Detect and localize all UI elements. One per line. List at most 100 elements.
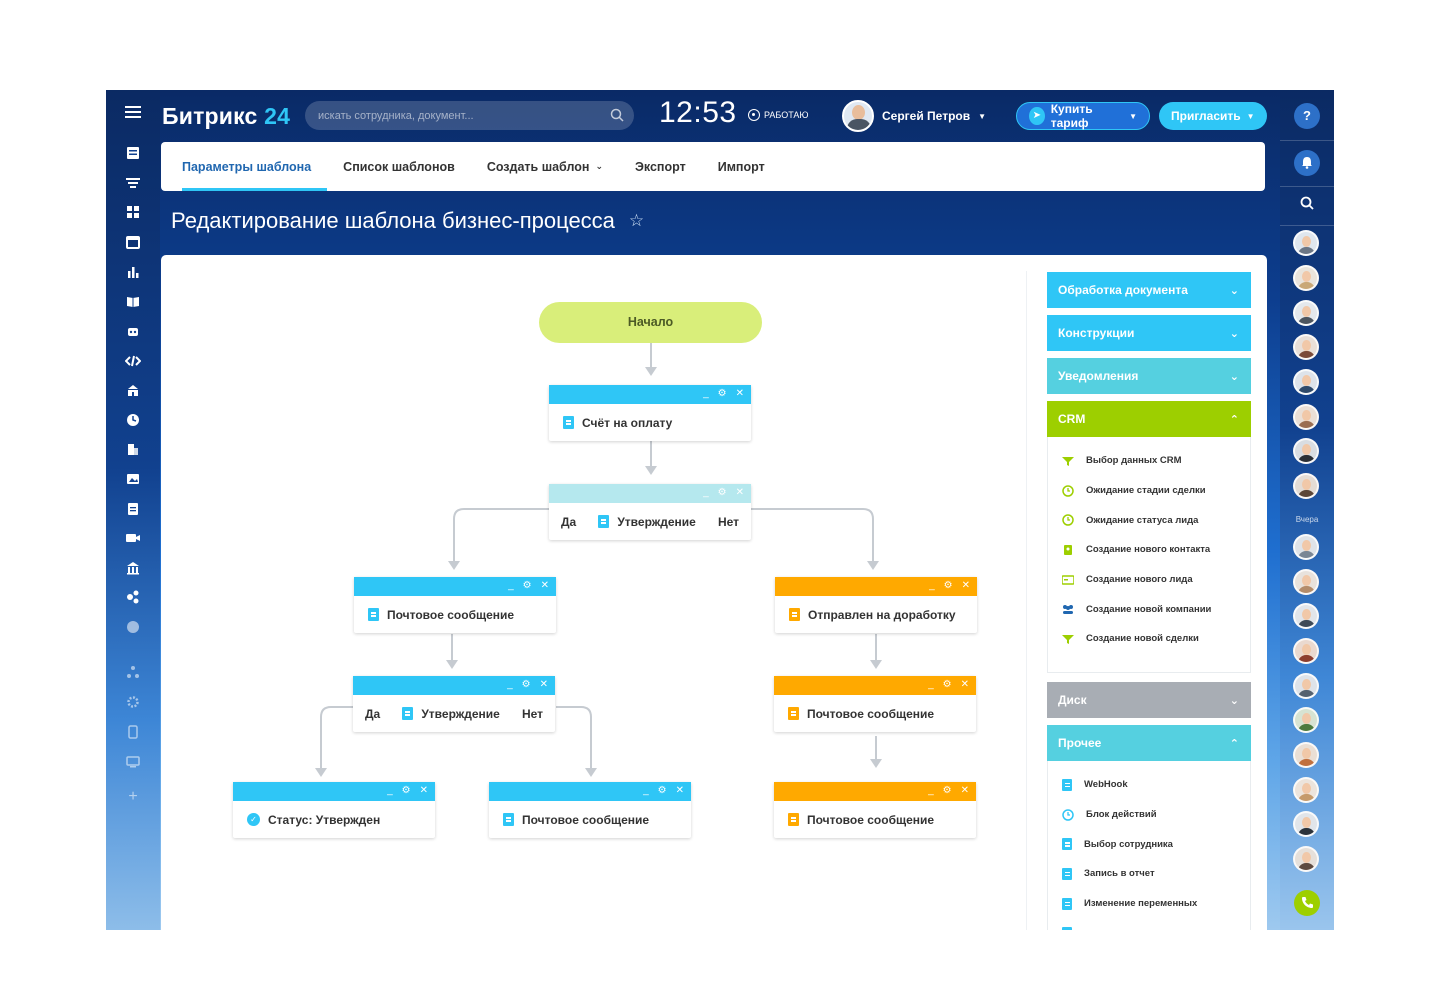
tab-template-list[interactable]: Список шаблонов [327,142,471,191]
share-icon[interactable] [123,590,143,610]
avatar[interactable] [1293,300,1319,326]
settings-icon[interactable] [123,695,143,715]
video-icon[interactable] [123,531,143,551]
close-icon[interactable]: ✕ [675,785,684,796]
close-icon[interactable]: ✕ [735,388,744,399]
list-item[interactable]: Создание нового контакта [1048,535,1250,565]
help-icon[interactable]: ? [1294,103,1320,129]
feed-icon[interactable] [123,146,143,166]
clock-icon[interactable] [123,413,143,433]
tab-template-params[interactable]: Параметры шаблона [182,142,328,191]
add-icon[interactable]: + [128,788,138,805]
gear-icon[interactable]: ⚙ [521,679,531,690]
close-icon[interactable]: ✕ [960,785,969,796]
invoice-block[interactable]: _⚙✕ Счёт на оплату [549,385,751,441]
avatar[interactable] [1293,673,1319,699]
close-icon[interactable]: ✕ [961,580,970,591]
avatar[interactable] [1293,638,1319,664]
avatar[interactable] [1293,569,1319,595]
group-crm[interactable]: CRM⌃ [1047,401,1251,437]
gear-icon[interactable]: ⚙ [401,785,411,796]
knowledge-icon[interactable] [123,294,143,314]
avatar[interactable] [1293,534,1319,560]
monitor-icon[interactable] [123,755,143,775]
mobile-icon[interactable] [123,725,143,745]
gear-icon[interactable]: ⚙ [657,785,667,796]
sync-icon[interactable] [123,620,143,640]
close-icon[interactable]: ✕ [735,487,744,498]
bell-icon[interactable] [1294,150,1320,176]
avatar[interactable] [1293,369,1319,395]
start-node[interactable]: Начало [539,302,762,343]
mail-block[interactable]: _⚙✕ Почтовое сообщение [774,676,976,732]
gear-icon[interactable]: ⚙ [717,388,727,399]
apps-icon[interactable] [123,205,143,225]
minimize-icon[interactable]: _ [703,388,709,399]
list-item[interactable]: Создание нового лида [1048,565,1250,595]
buy-plan-button[interactable]: ➤ Купить тариф ▼ [1016,102,1150,130]
close-icon[interactable]: ✕ [960,679,969,690]
tab-export[interactable]: Экспорт [619,142,702,191]
status-block[interactable]: _⚙✕ ✓Статус: Утвержден [233,782,435,838]
minimize-icon[interactable]: _ [928,785,934,796]
document-icon[interactable] [123,502,143,522]
company-icon[interactable] [123,442,143,462]
minimize-icon[interactable]: _ [508,580,514,591]
code-icon[interactable] [123,354,143,374]
gear-icon[interactable]: ⚙ [943,580,953,591]
list-item[interactable]: Выбор сотрудника [1048,829,1250,859]
mail-block[interactable]: _⚙✕ Почтовое сообщение [354,577,556,633]
list-item[interactable]: Выбор данных CRM [1048,446,1250,476]
mail-block[interactable]: _⚙✕ Почтовое сообщение [489,782,691,838]
mail-block[interactable]: _⚙✕ Почтовое сообщение [774,782,976,838]
close-icon[interactable]: ✕ [539,679,548,690]
avatar[interactable] [1293,473,1319,499]
search-icon[interactable] [1294,190,1320,216]
list-item[interactable]: Изменение переменных [1048,889,1250,919]
gear-icon[interactable]: ⚙ [522,580,532,591]
filter-icon[interactable] [123,176,143,196]
star-icon[interactable]: ☆ [628,211,645,230]
menu-icon[interactable] [123,105,143,125]
robot-icon[interactable] [123,324,143,344]
minimize-icon[interactable]: _ [928,679,934,690]
phone-icon[interactable] [1294,890,1320,916]
minimize-icon[interactable]: _ [387,785,393,796]
list-item[interactable]: Создание новой компании [1048,594,1250,624]
avatar[interactable] [1293,742,1319,768]
group-document-processing[interactable]: Обработка документа⌄ [1047,272,1251,308]
list-item[interactable]: Ожидание статуса лида [1048,505,1250,535]
list-item[interactable]: Запись в отчет [1048,859,1250,889]
avatar[interactable] [1293,603,1319,629]
calendar-icon[interactable] [123,235,143,255]
close-icon[interactable]: ✕ [419,785,428,796]
bank-icon[interactable] [123,561,143,581]
image-icon[interactable] [123,472,143,492]
list-item[interactable]: Блок действий [1048,800,1250,830]
reports-icon[interactable] [123,265,143,285]
tab-import[interactable]: Импорт [702,142,781,191]
shop-icon[interactable] [123,383,143,403]
group-other[interactable]: Прочее⌃ [1047,725,1251,761]
minimize-icon[interactable]: _ [929,580,935,591]
gear-icon[interactable]: ⚙ [717,487,727,498]
minimize-icon[interactable]: _ [507,679,513,690]
gear-icon[interactable]: ⚙ [942,679,952,690]
list-item[interactable]: Ожидание стадии сделки [1048,476,1250,506]
gear-icon[interactable]: ⚙ [942,785,952,796]
sitemap-icon[interactable] [123,665,143,685]
logo[interactable]: Битрикс 24 [162,103,290,130]
avatar[interactable] [1293,334,1319,360]
user-menu[interactable]: Сергей Петров ▼ [842,100,986,132]
sent-back-block[interactable]: _⚙✕ Отправлен на доработку [775,577,977,633]
avatar[interactable] [1293,811,1319,837]
avatar[interactable] [1293,438,1319,464]
avatar[interactable] [1293,846,1319,872]
minimize-icon[interactable]: _ [703,487,709,498]
avatar[interactable] [1293,404,1319,430]
avatar[interactable] [1293,777,1319,803]
group-constructions[interactable]: Конструкции⌄ [1047,315,1251,351]
invite-button[interactable]: Пригласить ▼ [1159,102,1267,130]
